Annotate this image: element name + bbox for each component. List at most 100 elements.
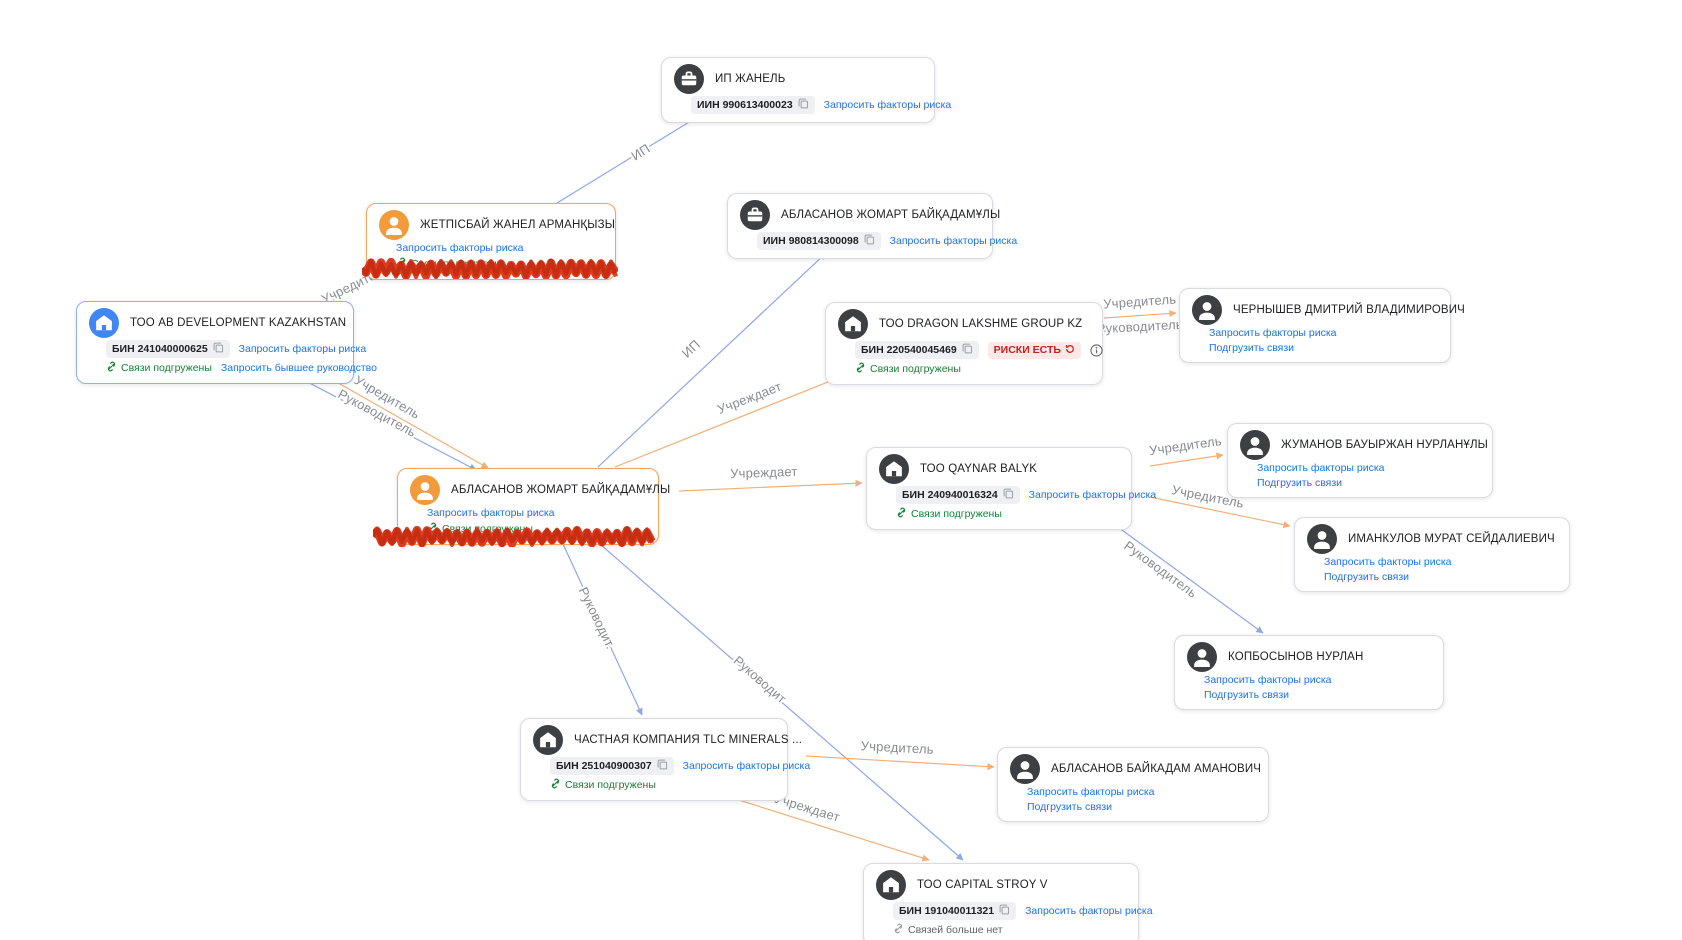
info-icon[interactable] (1090, 343, 1103, 357)
entity-card-zhumanov[interactable]: ЖУМАНОВ БАУЫРЖАН НУРЛАНҰЛЫ Запросить фак… (1227, 423, 1493, 498)
status-text: Связи подгружены (565, 779, 656, 791)
relation-edge-label: ИП (629, 141, 653, 164)
risk-factors-link[interactable]: Запросить факторы риска (1324, 556, 1452, 568)
entity-title: АБЛАСАНОВ ЖОМАРТ БАЙҚАДАМҰЛЫ (781, 209, 1001, 221)
relation-edge (1149, 452, 1224, 467)
entity-card-dragon-lakshme[interactable]: ТОО DRAGON LAKSHME GROUP KZ БИН 22054004… (825, 302, 1119, 385)
relation-edge (1099, 513, 1264, 634)
entity-card-tlc-minerals[interactable]: ЧАСТНАЯ КОМПАНИЯ TLC MINERALS ... БИН 25… (520, 718, 810, 801)
person-icon (379, 210, 409, 240)
load-connections-link[interactable]: Подгрузить связи (1204, 689, 1290, 701)
risk-factors-link[interactable]: Запросить факторы риска (682, 760, 811, 772)
entity-card-ip-zhanel[interactable]: ИП ЖАНЕЛЬ ИИН 990613400023 Запросить факт… (661, 57, 951, 123)
person-icon (410, 475, 440, 505)
link-chain-icon (896, 507, 907, 521)
load-connections-link[interactable]: Подгрузить связи (1027, 801, 1113, 813)
copy-icon[interactable] (657, 759, 668, 773)
redaction-scribble (362, 258, 618, 279)
id-number-badge: БИН 251040900307 (550, 757, 674, 775)
id-number-text: БИН 241040000625 (112, 343, 208, 355)
relation-edge (1103, 309, 1177, 319)
id-number-text: БИН 251040900307 (556, 760, 652, 772)
id-number-text: ИИН 990613400023 (697, 99, 793, 111)
load-connections-link[interactable]: Подгрузить связи (1324, 571, 1410, 583)
id-number-badge: БИН 241040000625 (106, 340, 230, 358)
redaction-scribble (373, 526, 655, 547)
entity-title: ТОО DRAGON LAKSHME GROUP KZ (879, 318, 1083, 330)
entity-title: АБЛАСАНОВ ЖОМАРТ БАЙҚАДАМҰЛЫ (451, 484, 671, 496)
entity-card-chernyshev[interactable]: ЧЕРНЫШЕВ ДМИТРИЙ ВЛАДИМИРОВИЧ Запросить … (1179, 288, 1465, 363)
relation-edge (295, 375, 477, 471)
entity-title: ТОО CAPITAL STROY V (917, 879, 1048, 891)
connections-loaded-status: Связи подгружены (896, 507, 1002, 521)
company-icon (89, 308, 119, 338)
id-number-badge: БИН 220540045469 (855, 341, 979, 359)
status-text: Связи подгружены (870, 363, 961, 375)
risk-factors-link[interactable]: Запросить факторы риска (1257, 462, 1385, 474)
entity-card-imankulov[interactable]: ИМАНКУЛОВ МУРАТ СЕЙДАЛИЕВИЧ Запросить фа… (1294, 517, 1570, 592)
risk-factors-link[interactable]: Запросить факторы риска (427, 507, 555, 519)
company-icon (876, 870, 906, 900)
relation-edge (597, 252, 827, 468)
id-number-text: БИН 240940016324 (902, 489, 998, 501)
relation-edge (556, 530, 643, 716)
entity-card-kopbosynov[interactable]: КОПБОСЫНОВ НУРЛАН Запросить факторы риск… (1174, 635, 1444, 710)
person-icon (1192, 295, 1222, 325)
relation-edge (805, 755, 995, 771)
id-number-badge: ИИН 990613400023 (691, 96, 815, 114)
entity-title: ИП ЖАНЕЛЬ (715, 73, 786, 85)
copy-icon[interactable] (962, 343, 973, 357)
entity-card-ablasanov-zhomart-ip[interactable]: АБЛАСАНОВ ЖОМАРТ БАЙҚАДАМҰЛЫ ИИН 9808143… (727, 193, 1017, 259)
risk-factors-link[interactable]: Запросить факторы риска (238, 343, 367, 355)
relation-edge (614, 369, 859, 468)
risk-factors-link[interactable]: Запросить факторы риска (1209, 327, 1337, 339)
relation-edge-label: ИП (679, 337, 703, 361)
status-text: Связей больше нет (908, 924, 1003, 936)
copy-icon[interactable] (798, 98, 809, 112)
risk-factors-link[interactable]: Запросить факторы риска (1025, 905, 1153, 917)
relation-edge-label: Руководит. (576, 585, 619, 652)
relation-edge (556, 115, 700, 204)
link-chain-icon (106, 361, 117, 375)
company-icon (879, 454, 909, 484)
id-number-badge: БИН 240940016324 (896, 486, 1020, 504)
id-number-text: БИН 220540045469 (861, 344, 957, 356)
entity-card-ab-development[interactable]: ТОО AB DEVELOPMENT KAZAKHSTAN БИН 241040… (76, 301, 377, 384)
relation-edge (1103, 324, 1177, 332)
company-icon (838, 309, 868, 339)
load-connections-link[interactable]: Подгрузить связи (1209, 342, 1295, 354)
copy-icon[interactable] (864, 234, 875, 248)
refresh-icon[interactable] (1065, 344, 1075, 357)
copy-icon[interactable] (1003, 488, 1014, 502)
copy-icon[interactable] (999, 904, 1010, 918)
risk-factors-link[interactable]: Запросить факторы риска (396, 242, 524, 254)
link-chain-icon (550, 778, 561, 792)
company-icon (533, 725, 563, 755)
risk-flag-text: РИСКИ ЕСТЬ (993, 344, 1061, 356)
entity-title: ЧАСТНАЯ КОМПАНИЯ TLC MINERALS ... (574, 734, 803, 746)
former-management-link[interactable]: Запросить бывшее руководство (220, 362, 377, 374)
connections-loaded-status: Связи подгружены (550, 778, 656, 792)
risk-factors-link[interactable]: Запросить факторы риска (1028, 489, 1157, 501)
entity-card-qaynar-balyk[interactable]: ТОО QAYNAR BALYK БИН 240940016324 Запроси… (866, 447, 1156, 530)
relation-edge-label: Учреждает (730, 464, 798, 481)
link-chain-icon (893, 923, 904, 937)
risk-factors-link[interactable]: Запросить факторы риска (889, 235, 1018, 247)
entity-card-ablasanov-baykadam[interactable]: АБЛАСАНОВ БАЙКАДАМ АМАНОВИЧ Запросить фа… (997, 747, 1269, 822)
entity-title: ТОО QAYNAR BALYK (920, 463, 1038, 475)
entity-title: ЖЕТПІСБАЙ ЖАНЕЛ АРМАНҚЫЗЫ (420, 219, 616, 231)
relation-edge-label: Учредитель (860, 738, 934, 757)
copy-icon[interactable] (213, 342, 224, 356)
risk-factors-link[interactable]: Запросить факторы риска (823, 99, 952, 111)
risk-factors-link[interactable]: Запросить факторы риска (1204, 674, 1332, 686)
entity-title: ЧЕРНЫШЕВ ДМИТРИЙ ВЛАДИМИРОВИЧ (1233, 304, 1465, 316)
risk-factors-link[interactable]: Запросить факторы риска (1027, 786, 1155, 798)
load-connections-link[interactable]: Подгрузить связи (1257, 477, 1343, 489)
entity-card-capital-stroy[interactable]: ТОО CAPITAL STROY V БИН 191040011321 Запр… (863, 863, 1153, 940)
risk-flag-badge: РИСКИ ЕСТЬ (987, 341, 1081, 359)
link-chain-icon (855, 362, 866, 376)
no-more-connections-status: Связей больше нет (893, 923, 1003, 937)
entity-title: КОПБОСЫНОВ НУРЛАН (1228, 651, 1364, 663)
id-number-badge: БИН 191040011321 (893, 902, 1017, 920)
